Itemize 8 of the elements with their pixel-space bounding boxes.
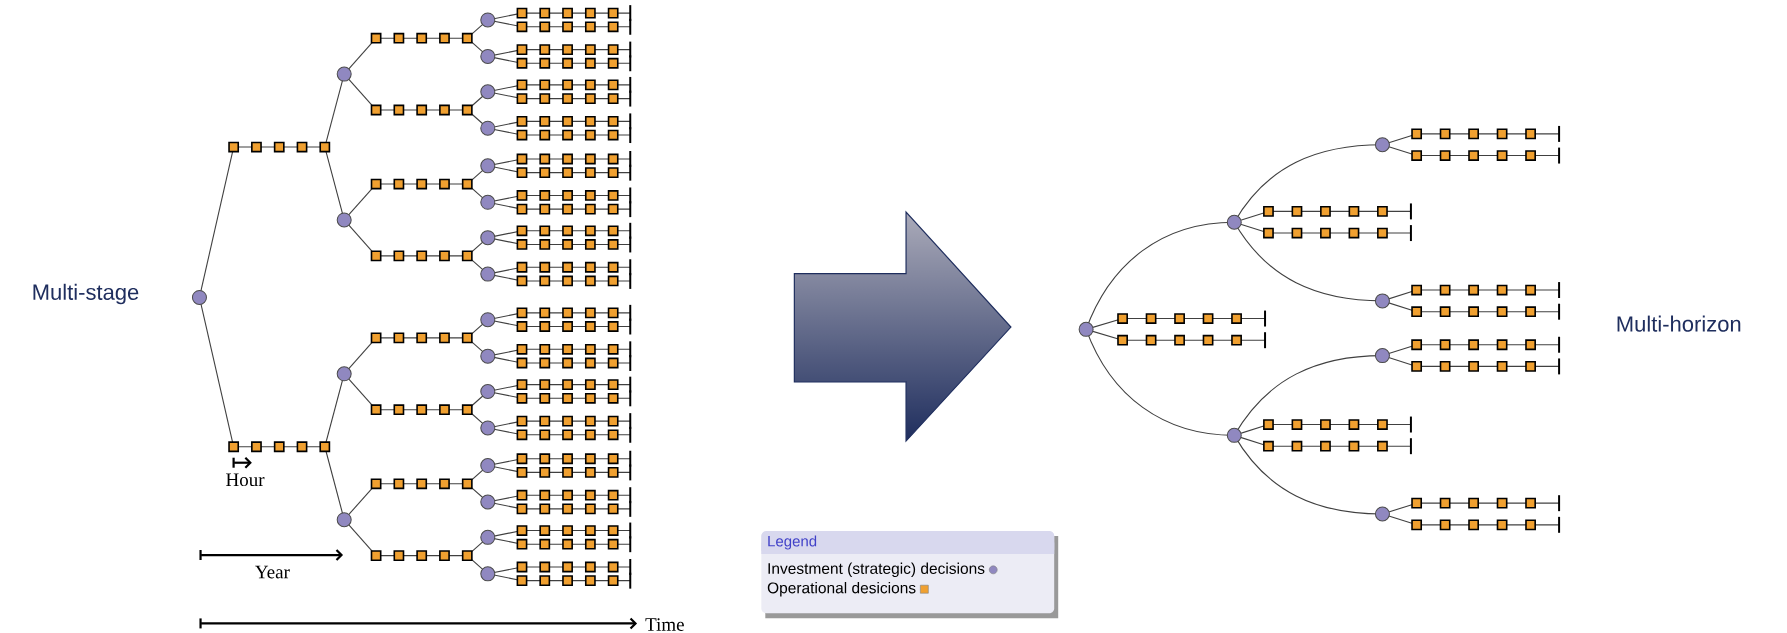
dimension-label: Year [255, 565, 290, 579]
axis-label: Time [645, 618, 684, 631]
side-label: Multi-horizon [1617, 315, 1741, 332]
legend-text: Investment (strategic) decisions [768, 562, 985, 578]
dimension-label: Hour [226, 473, 265, 487]
side-label: Multi-stage [33, 283, 139, 305]
legend-title: Legend [768, 535, 817, 550]
legend-text: Operational desicions [767, 582, 916, 597]
